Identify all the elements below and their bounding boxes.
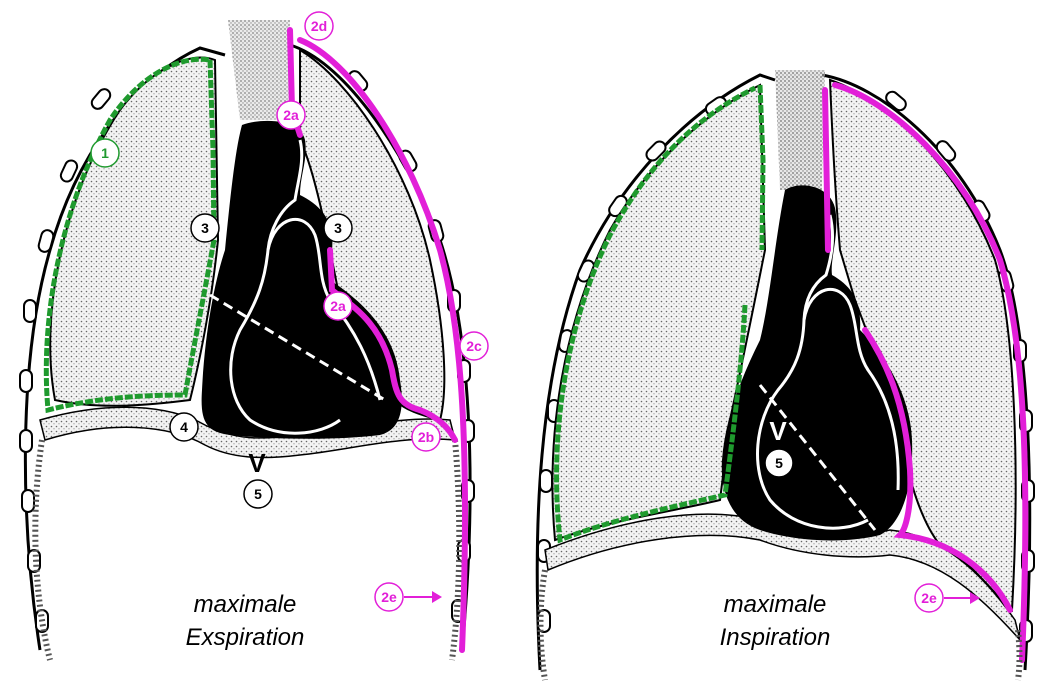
svg-text:3: 3 (201, 220, 209, 236)
svg-text:2d: 2d (311, 18, 327, 34)
label-5-left: 5 (244, 480, 272, 508)
label-2e-left: 2e (375, 583, 442, 611)
label-3-left: 3 (191, 214, 219, 242)
label-3-right: 3 (324, 214, 352, 242)
label-2a-top: 2a (277, 101, 305, 129)
label-2b: 2b (412, 423, 440, 451)
trachea-inspiration (775, 70, 825, 190)
svg-text:2a: 2a (330, 298, 346, 314)
panel-expiration: maximale Exspiration V 1 2d 2a 3 3 2a (20, 12, 488, 660)
svg-text:5: 5 (254, 486, 262, 502)
label-2c: 2c (460, 332, 488, 360)
panel-inspiration: V 5 maximale Inspiration 2e (537, 70, 1034, 680)
svg-text:3: 3 (334, 220, 342, 236)
label-1: 1 (91, 139, 119, 167)
svg-text:1: 1 (101, 145, 109, 161)
svg-text:2c: 2c (466, 338, 482, 354)
svg-text:5: 5 (775, 455, 783, 471)
svg-text:2a: 2a (283, 107, 299, 123)
label-2a-mid: 2a (324, 292, 352, 320)
svg-text:4: 4 (180, 419, 188, 435)
abdomen-edge-right-exp (452, 440, 459, 660)
svg-text:2e: 2e (381, 589, 397, 605)
label-2d: 2d (305, 12, 333, 40)
svg-text:2e: 2e (921, 590, 937, 606)
v-marker-expiration: V (248, 448, 266, 478)
v-marker-inspiration: V (769, 416, 787, 446)
caption-inspiration-line1: maximale (724, 591, 827, 618)
caption-expiration-line2: Exspiration (186, 624, 305, 651)
caption-expiration-line1: maximale (194, 591, 297, 618)
svg-text:2b: 2b (418, 429, 434, 445)
caption-inspiration-line2: Inspiration (720, 624, 831, 651)
label-5-right: 5 (765, 449, 793, 477)
label-4: 4 (170, 413, 198, 441)
